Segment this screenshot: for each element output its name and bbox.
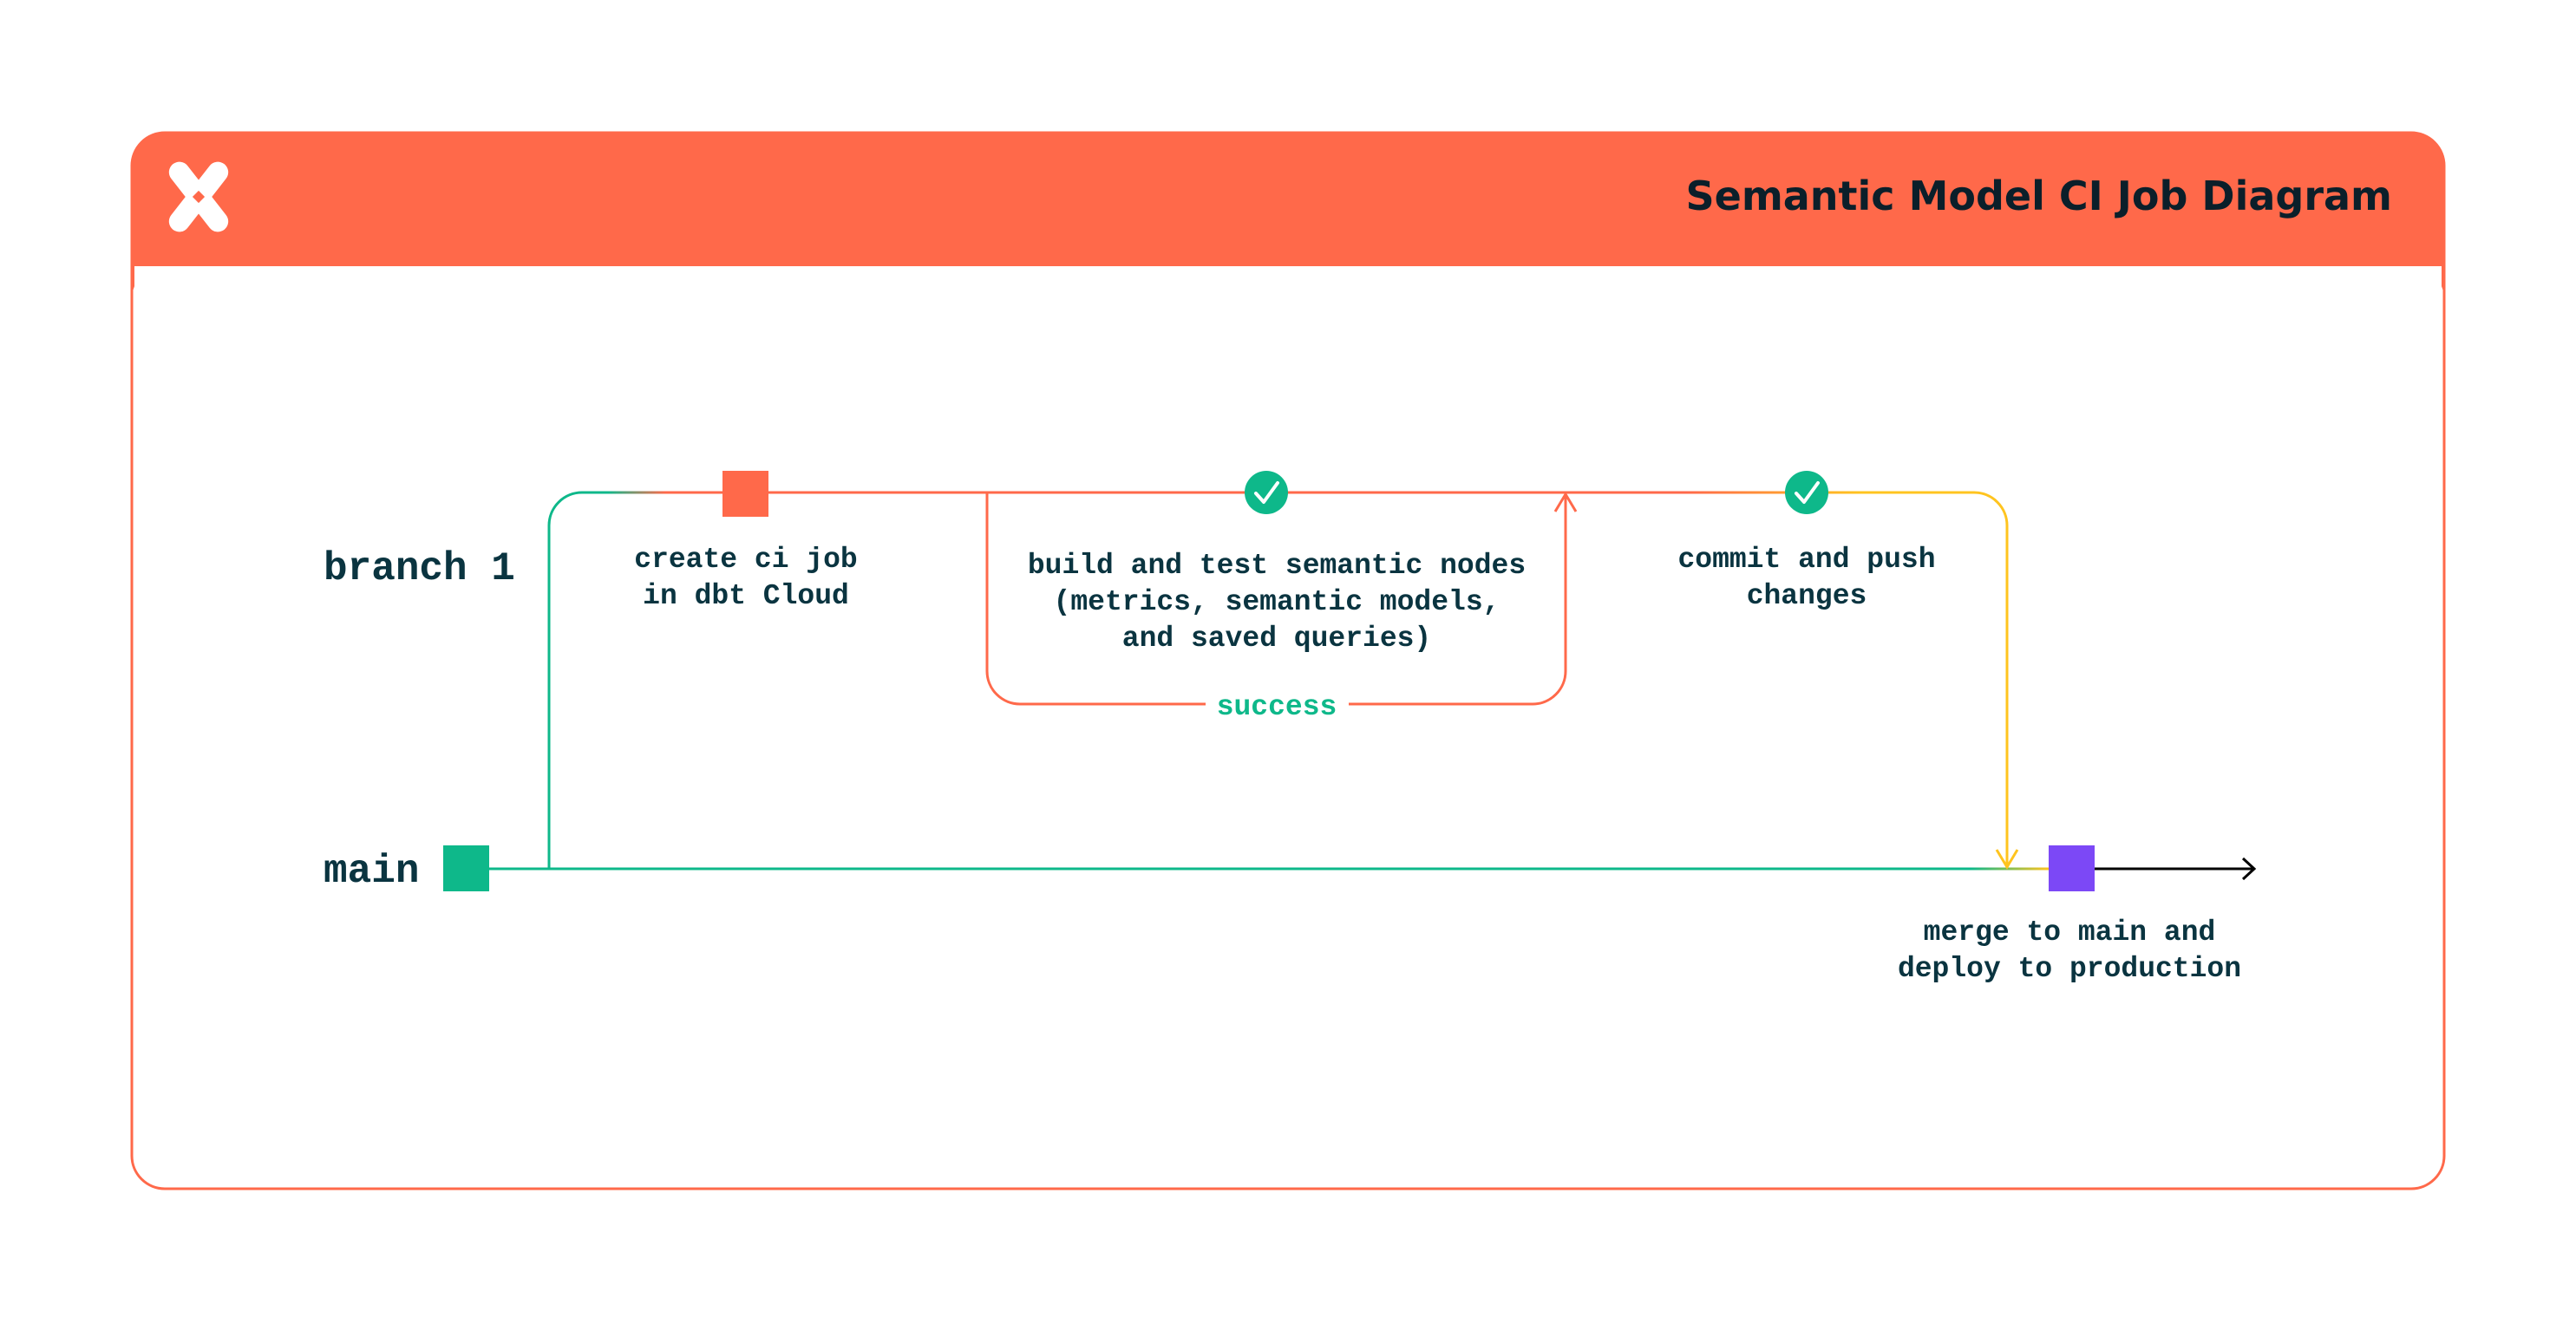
svg-text:in dbt Cloud: in dbt Cloud (643, 580, 849, 612)
arrow-down-icon (1995, 849, 2019, 870)
header-bar (132, 133, 2444, 266)
check-circle-icon (1245, 471, 1288, 514)
arrow-up-icon (1553, 492, 1578, 512)
build-loop-right (1349, 494, 1567, 706)
svg-text:changes: changes (1747, 580, 1867, 612)
dbt-logo-icon (168, 161, 229, 232)
arrow-right-icon (2241, 857, 2257, 881)
check-circle-icon (1785, 471, 1828, 514)
create-ci-job-node (722, 471, 768, 517)
svg-text:create ci job: create ci job (634, 544, 857, 576)
success-label: success (1217, 691, 1337, 723)
diagram-title: Semantic Model CI Job Diagram (1685, 173, 2392, 219)
diagram-frame (130, 131, 2446, 1190)
lane-label-main: main (324, 849, 419, 894)
svg-text:commit and push: commit and push (1677, 544, 1935, 576)
main-commit-node (443, 845, 489, 891)
lane-label-branch: branch 1 (324, 546, 515, 591)
merge-node (2049, 845, 2095, 891)
svg-text:and saved queries): and saved queries) (1122, 623, 1431, 655)
svg-text:(metrics, semantic models,: (metrics, semantic models, (1054, 586, 1500, 618)
svg-text:build and test semantic nodes: build and test semantic nodes (1028, 550, 1526, 582)
step-label-commit: commit and push changes (1677, 544, 1935, 612)
step-label-create: create ci job in dbt Cloud (634, 544, 857, 612)
svg-text:merge to main and: merge to main and (1924, 916, 2216, 949)
build-loop-left (985, 492, 1206, 706)
step-label-merge: merge to main and deploy to production (1898, 916, 2241, 985)
step-label-build: build and test semantic nodes (metrics, … (1028, 550, 1526, 655)
svg-text:deploy to production: deploy to production (1898, 953, 2241, 985)
